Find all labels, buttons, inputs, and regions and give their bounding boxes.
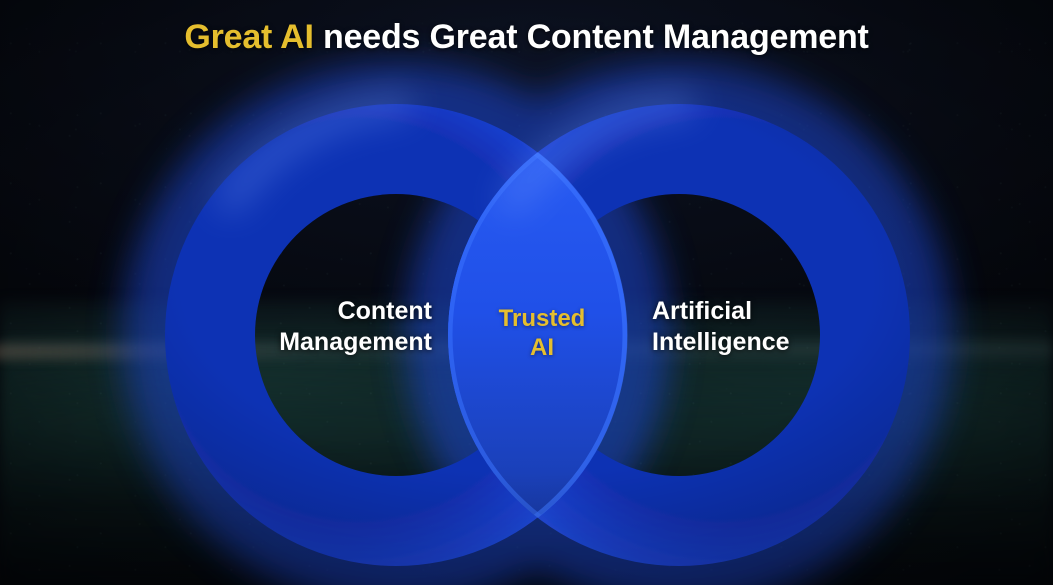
page-title-accent: Great AI [184, 18, 314, 56]
venn-label-content-management: Content Management [279, 297, 432, 356]
venn-label-artificial-intelligence: Artificial Intelligence [652, 297, 790, 356]
page-title-rest: needs Great Content Management [313, 18, 869, 56]
venn-label-trusted-ai: Trusted AI [498, 305, 586, 362]
page-title: Great AI needs Great Content Management [0, 18, 1053, 57]
